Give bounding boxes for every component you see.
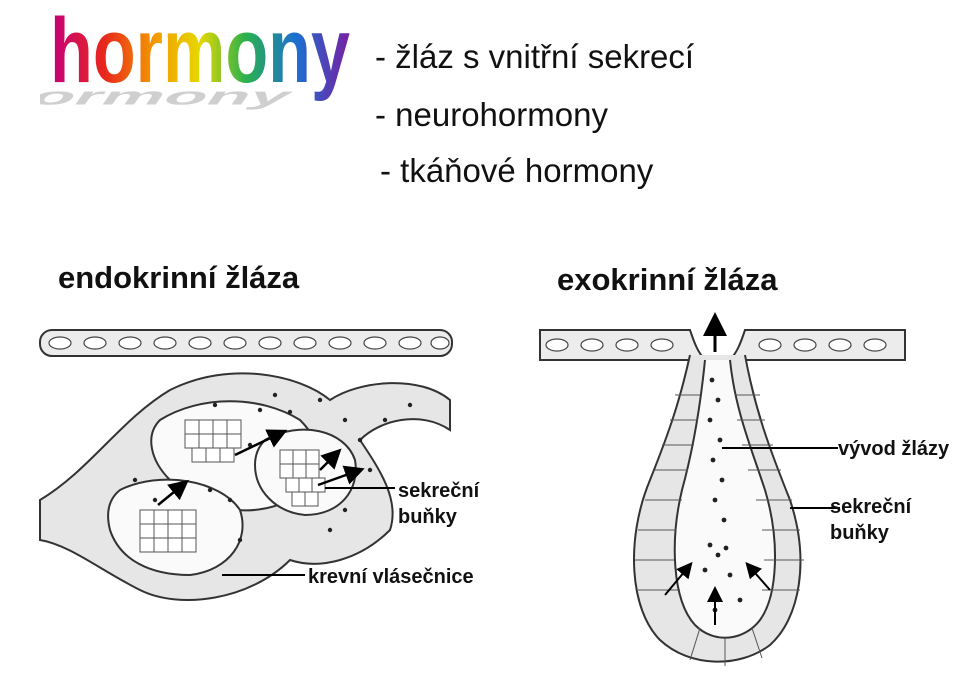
exocrine-heading: exokrinní žláza [557, 262, 778, 297]
logo-shadow: hormony [40, 82, 300, 109]
endocrine-secretory-label: sekreční buňky [398, 478, 479, 530]
hormony-logo: hormony hormony [40, 0, 350, 110]
endocrine-secretory-label-line2: buňky [398, 506, 457, 528]
bullet-3: - tkáňové hormony [380, 152, 654, 189]
capillary-label: krevní vlásečnice [308, 566, 474, 588]
duct-label: vývod žlázy [838, 438, 950, 460]
endocrine-diagram [39, 329, 453, 601]
exocrine-wall-cells [635, 394, 804, 666]
exocrine-secretory-label-line2: buňky [830, 522, 889, 544]
exocrine-diagram [539, 312, 906, 666]
exocrine-epithelium-cells [545, 338, 887, 352]
exocrine-secretory-label: sekreční buňky [830, 494, 911, 546]
logo-text: hormony [50, 0, 350, 102]
endocrine-epithelium-cells [48, 336, 450, 350]
exocrine-secretion-dots [702, 377, 743, 613]
bullet-1: - žláz s vnitřní sekrecí [375, 38, 695, 75]
endocrine-heading: endokrinní žláza [58, 260, 300, 295]
endocrine-secretion-arrows [157, 429, 365, 506]
exocrine-secretion-arrows [664, 561, 771, 625]
endocrine-secretory-label-line1: sekreční [398, 480, 480, 502]
exocrine-secretory-label-line1: sekreční [830, 496, 912, 518]
endocrine-secretion-dots [132, 392, 413, 543]
bullet-2: - neurohormony [375, 96, 608, 133]
endocrine-secretory-cells [139, 419, 326, 553]
